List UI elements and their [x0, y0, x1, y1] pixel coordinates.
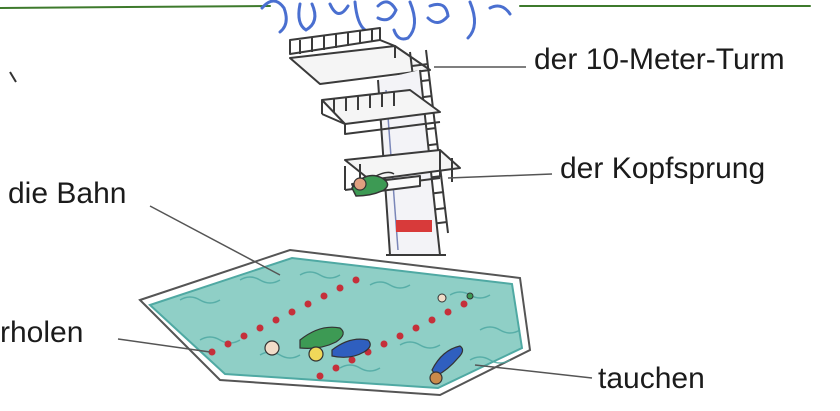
label-lane: die Bahn: [8, 179, 126, 209]
swimming-pool: [140, 250, 530, 395]
edge-mark: [10, 72, 16, 82]
diving-tower: [290, 28, 460, 255]
title-script-fragment: [0, 1, 810, 39]
label-diving-tower: der 10-Meter-Turm: [534, 45, 785, 75]
label-dive-under: tauchen: [598, 364, 705, 394]
label-header-dive: der Kopfsprung: [560, 154, 765, 184]
label-overtake: rholen: [0, 318, 83, 348]
